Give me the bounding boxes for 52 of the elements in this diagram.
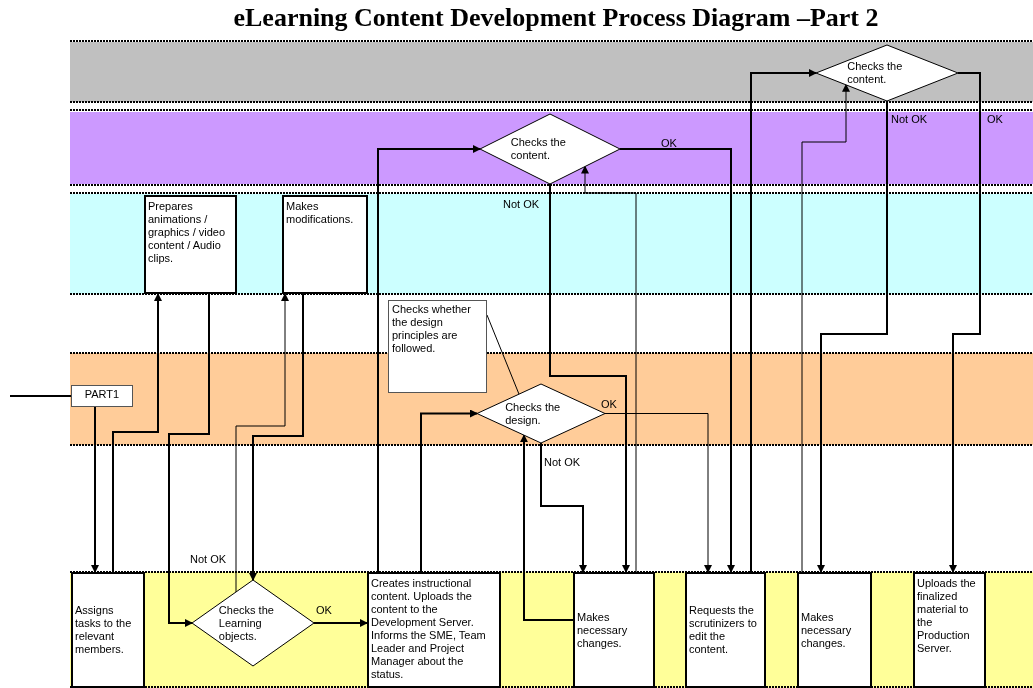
process-box <box>71 572 145 688</box>
edge-label: Not OK <box>503 198 540 211</box>
connector-arrow <box>604 413 712 573</box>
node-text: Checks the content. <box>847 60 904 86</box>
connector-arrow <box>91 406 99 573</box>
node-text: Makes necessary changes. <box>577 610 629 650</box>
connector-arrow <box>249 293 304 581</box>
connector-arrow <box>817 100 888 573</box>
callout-box <box>388 300 487 393</box>
connector-arrow <box>420 409 478 573</box>
diagram-title: eLearning Content Development Process Diagram –Part 2 <box>232 2 880 34</box>
node-text: Creates instructional content. Uploads the content to the Development Server. Informs the SME, Team Leader and Project Manager about the status. <box>371 577 487 681</box>
node-text: Makes necessary changes. <box>801 610 853 650</box>
process-box <box>797 572 872 688</box>
edge-label: Not OK <box>544 456 581 469</box>
edge-label: OK <box>601 398 617 411</box>
connector-arrow <box>377 145 481 573</box>
process-box <box>367 572 501 688</box>
edge-label: Not OK <box>190 553 227 566</box>
node-text: Makes modifications. <box>286 200 355 226</box>
connector-arrow <box>168 293 210 627</box>
process-box <box>913 572 986 688</box>
edge-label: Not OK <box>891 113 928 126</box>
node-text: Checks the Learning objects. <box>218 603 275 643</box>
connector-arrow <box>520 434 574 621</box>
process-box <box>685 572 766 688</box>
connector-arrow <box>112 293 162 573</box>
process-box <box>144 195 237 294</box>
edge-label: OK <box>661 137 677 150</box>
node-text: PART1 <box>83 388 121 401</box>
connector-arrow <box>750 69 817 573</box>
node-text: Checks the content. <box>510 136 567 162</box>
node-text: Prepares animations / graphics / video content / Audio clips. <box>148 200 227 265</box>
connector-box <box>71 385 133 407</box>
connector-arrow <box>801 83 850 573</box>
node-text: Checks the design. <box>505 400 562 427</box>
connector-arrow <box>549 183 630 573</box>
leader-line <box>486 314 520 395</box>
edge-label: OK <box>316 604 332 617</box>
process-box <box>282 195 368 294</box>
node-text: Uploads the finalized material to the Production Server. <box>917 577 977 655</box>
node-text: Checks whether the design principles are followed. <box>392 303 472 355</box>
connector-arrow <box>581 165 637 573</box>
connector-arrow <box>235 293 289 593</box>
node-text: Assigns tasks to the relevant members. <box>75 604 133 656</box>
connector-arrow <box>949 72 981 573</box>
connector-arrow <box>313 619 368 627</box>
connector-arrow <box>619 148 735 573</box>
node-text: Requests the scrutinizers to edit the content. <box>689 604 758 656</box>
edge-label: OK <box>987 113 1003 126</box>
process-box <box>573 572 655 688</box>
connector-arrow <box>540 442 587 573</box>
